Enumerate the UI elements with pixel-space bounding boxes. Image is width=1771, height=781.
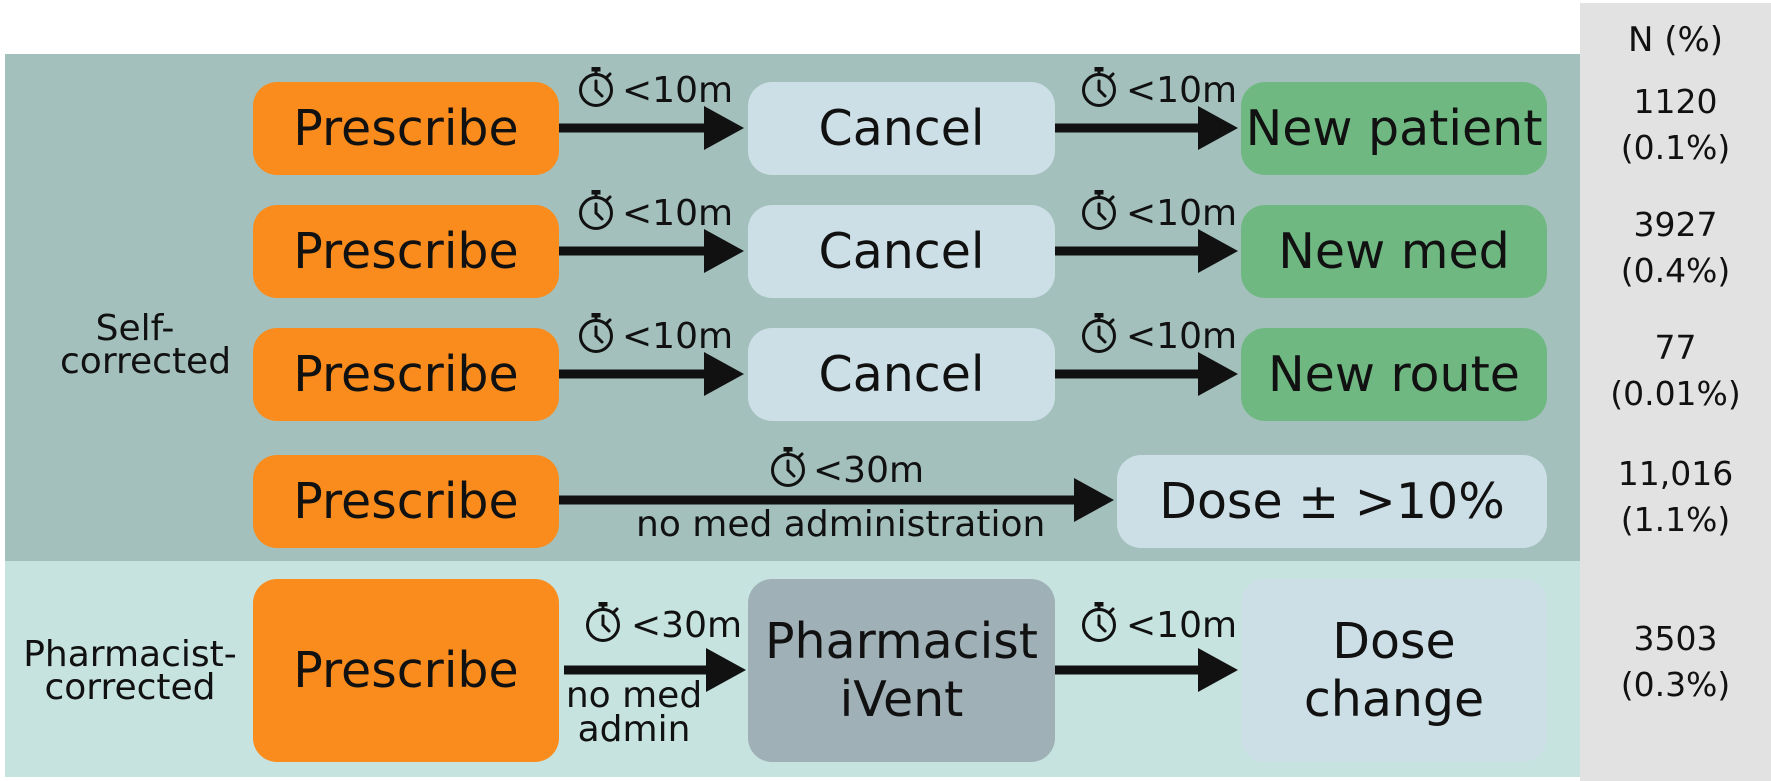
prescribe-box-row-1: Prescribe xyxy=(253,82,559,175)
pharmacist-ivent-box: Pharmacist iVent xyxy=(748,579,1055,762)
group-label-pharmacist-corrected: Pharmacist- corrected xyxy=(23,634,237,708)
arrow-right-icon xyxy=(559,352,744,396)
no-med-administration-note: no med administration xyxy=(636,504,1046,545)
arrow-right-icon xyxy=(1055,106,1238,150)
new-route-box: New route xyxy=(1241,328,1547,421)
n-value-row-1: 1120 xyxy=(1633,82,1718,121)
arrow-right-icon xyxy=(564,648,746,692)
n-value-row-3: 77 xyxy=(1654,328,1697,367)
timer-label-row-3-a: <10m xyxy=(622,316,734,357)
cancel-box-row-3: Cancel xyxy=(748,328,1055,421)
timer-label-row-1-a: <10m xyxy=(622,70,734,111)
n-value-row-4: 11,016 xyxy=(1617,454,1734,493)
n-percent-header: N (%) xyxy=(1627,20,1724,60)
stopwatch-icon xyxy=(771,445,805,487)
new-med-box: New med xyxy=(1241,205,1547,298)
timer-label-row-4: <30m xyxy=(813,450,925,491)
pct-value-row-2: (0.4%) xyxy=(1620,251,1731,290)
cancel-box-row-1: Cancel xyxy=(748,82,1055,175)
stopwatch-icon xyxy=(586,600,620,642)
timer-label-row-2-a: <10m xyxy=(622,193,734,234)
stopwatch-icon xyxy=(1082,188,1116,230)
timer-label-row-1-b: <10m xyxy=(1126,70,1238,111)
timer-label-row-5-a: <30m xyxy=(631,605,743,646)
group-label-self-corrected: Self- corrected xyxy=(60,308,232,382)
pct-value-row-4: (1.1%) xyxy=(1620,500,1731,539)
stopwatch-icon xyxy=(579,311,613,353)
stopwatch-icon xyxy=(1082,600,1116,642)
dose-change-over-10-percent-box: Dose ± >10% xyxy=(1117,455,1547,548)
pct-value-row-1: (0.1%) xyxy=(1620,128,1731,167)
n-value-row-2: 3927 xyxy=(1633,205,1718,244)
prescribe-box-row-4: Prescribe xyxy=(253,455,559,548)
stopwatch-icon xyxy=(1082,311,1116,353)
arrow-right-icon xyxy=(559,106,744,150)
dose-change-box: Dose change xyxy=(1241,579,1547,762)
arrow-right-icon xyxy=(559,229,744,273)
timer-label-row-2-b: <10m xyxy=(1126,193,1238,234)
prescribe-box-row-3: Prescribe xyxy=(253,328,559,421)
arrow-right-icon xyxy=(1055,648,1238,692)
n-percent-column xyxy=(1580,3,1771,781)
timer-label-row-5-b: <10m xyxy=(1126,605,1238,646)
prescribe-box-row-5: Prescribe xyxy=(253,579,559,762)
stopwatch-icon xyxy=(1082,65,1116,107)
no-med-admin-note: no med admin xyxy=(565,675,703,750)
stopwatch-icon xyxy=(579,188,613,230)
timer-label-row-3-b: <10m xyxy=(1126,316,1238,357)
arrow-right-icon xyxy=(1055,229,1238,273)
new-patient-box: New patient xyxy=(1241,82,1547,175)
pct-value-row-3: (0.01%) xyxy=(1610,374,1741,413)
prescribe-box-row-2: Prescribe xyxy=(253,205,559,298)
stopwatch-icon xyxy=(579,65,613,107)
n-value-row-5: 3503 xyxy=(1633,619,1718,658)
arrow-right-icon xyxy=(559,478,1114,522)
cancel-box-row-2: Cancel xyxy=(748,205,1055,298)
arrow-right-icon xyxy=(1055,352,1238,396)
pct-value-row-5: (0.3%) xyxy=(1620,665,1731,704)
